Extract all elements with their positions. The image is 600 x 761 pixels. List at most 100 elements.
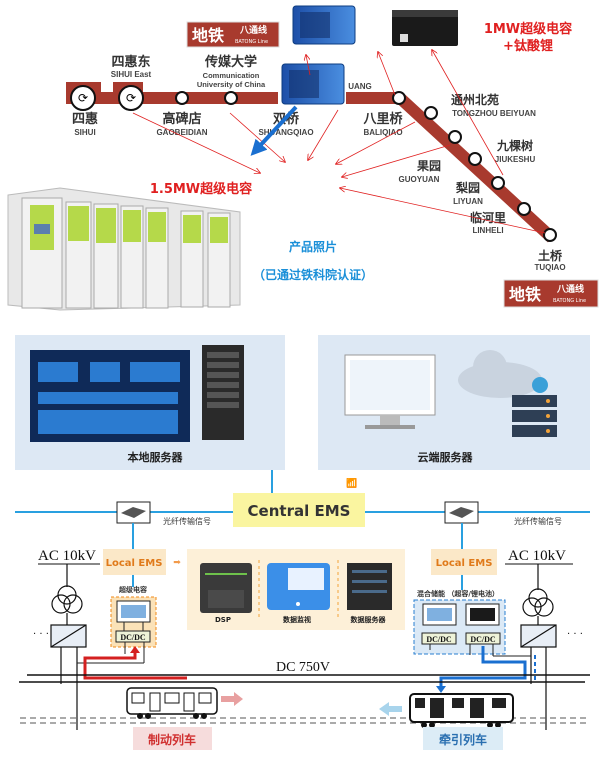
svg-text:地铁: 地铁 [192,26,224,45]
hybrid-storage-label: 混合储能 （超容/锂电池） [417,589,499,598]
transfer-icon: ⟳ [78,91,88,105]
supercapacitor-cabinet-image [7,187,241,311]
wifi-icon: 📶 [346,477,357,489]
svg-text:数据服务器: 数据服务器 [351,615,387,624]
svg-text:LINHELI: LINHELI [472,226,503,235]
svg-text:DC/DC: DC/DC [120,633,146,642]
photo-certification: （已通过铁科院认证） [253,267,373,282]
ems-components-panel: DSP 数据监视 数据服务器 [187,549,405,630]
dsp-device-image [200,563,252,613]
ellipsis-left: · · · [33,629,49,640]
svg-text:高碑店: 高碑店 [162,111,201,127]
transfer-icon: ⟳ [126,91,136,105]
server-rack-image [202,345,244,440]
router-icon-left [116,501,151,524]
svg-text:GUOYUAN: GUOYUAN [399,175,440,184]
red-arrows [132,50,546,234]
supercap-unit-left: DC/DC [77,596,157,664]
svg-text:果园: 果园 [416,159,441,173]
station-labels: 四惠 SIHUI 四惠东 SIHUI East 高碑店 GAOBEIDIAN 传… [72,54,566,272]
svg-text:UANG: UANG [348,82,372,91]
label-lto: +钛酸锂 [503,38,553,54]
local-ems-right[interactable]: Local EMS [431,549,497,575]
photo-caption: 产品照片 [289,239,337,254]
ac-label-right: AC 10kV [508,548,566,564]
gear-icon [532,377,548,393]
svg-text:JIUKESHU: JIUKESHU [495,155,536,164]
dc-bus-label: DC 750V [276,660,330,675]
braking-train-label: 制动列车 [133,727,212,750]
ellipsis-right: · · · [567,629,583,640]
ac-label-left: AC 10kV [38,548,96,564]
arrow-right-icon [221,692,243,706]
router-icon-right [444,501,479,524]
braking-energy-flow [83,652,187,680]
svg-text:八通线: 八通线 [239,24,267,36]
svg-text:牵引列车: 牵引列车 [439,732,487,747]
svg-text:TONGZHOU BEIYUAN: TONGZHOU BEIYUAN [452,109,536,118]
arrow-right-icon: ➡ [173,558,181,568]
local-server-panel: 本地服务器 [15,335,285,470]
data-server-image [347,563,392,610]
svg-text:DSP: DSP [215,616,231,624]
svg-text:通州北苑: 通州北苑 [451,92,499,107]
local-server-label: 本地服务器 [128,450,184,464]
hybrid-storage-unit-right: DC/DC DC/DC [413,599,531,657]
svg-text:Central EMS: Central EMS [248,502,351,520]
central-ems-box[interactable]: Central EMS [233,493,365,527]
svg-text:SIHUI: SIHUI [74,128,95,137]
svg-text:地铁: 地铁 [509,285,541,304]
local-ems-left[interactable]: Local EMS [103,549,166,575]
transformer-right [520,564,557,730]
metro-line: ⟳ ⟳ [66,82,557,243]
metro-sign-top: 地铁 八通线 BATONG Line [186,21,280,48]
svg-text:BATONG Line: BATONG Line [235,39,268,45]
svg-text:传媒大学: 传媒大学 [204,54,257,70]
supercap-label: 超级电容 [119,585,147,594]
svg-text:GAOBEIDIAN: GAOBEIDIAN [156,128,207,137]
svg-text:制动列车: 制动列车 [148,732,196,747]
cloud-server-label: 云端服务器 [418,450,474,464]
svg-text:SIHUI East: SIHUI East [111,70,152,79]
server-stack-icon [512,395,557,437]
svg-text:BATONG Line: BATONG Line [553,298,586,304]
traction-energy-flow [439,646,527,687]
label-1mw: 1MW超级电容 [484,21,572,37]
traction-train-label: 牵引列车 [423,727,503,750]
svg-text:LIYUAN: LIYUAN [453,197,483,206]
svg-text:四惠东: 四惠东 [111,54,150,70]
blue-arrow [250,105,298,156]
braking-train-image [126,687,218,719]
cloud-icon [458,350,542,398]
data-monitor-image [267,563,330,610]
svg-text:四惠: 四惠 [72,111,98,127]
svg-text:DC/DC: DC/DC [426,635,452,644]
svg-text:Local EMS: Local EMS [106,558,163,569]
svg-text:临河里: 临河里 [470,210,506,225]
arrow-left-icon [379,702,402,716]
fiber-label-left: 光纤传输信号 [163,516,211,526]
monitor-image [344,354,436,429]
cloud-server-panel: 云端服务器 [318,335,590,470]
svg-text:Communication: Communication [203,71,260,80]
svg-text:八里桥: 八里桥 [362,111,403,127]
transformer-left [50,564,87,730]
metro-sign-bottom: 地铁 八通线 BATONG Line [503,279,599,308]
traction-train-image [409,693,514,728]
supercapacitor-module-image [281,5,356,105]
svg-text:SHUANGQIAO: SHUANGQIAO [258,128,313,137]
svg-text:八通线: 八通线 [556,283,584,295]
svg-text:University of China: University of China [197,80,266,89]
svg-text:九棵树: 九棵树 [496,138,533,153]
label-1-5mw: 1.5MW超级电容 [150,181,252,197]
lithium-titanate-battery-image [392,10,458,46]
svg-text:土桥: 土桥 [538,248,563,263]
svg-text:数据监视: 数据监视 [283,615,311,624]
svg-text:Local EMS: Local EMS [436,558,493,569]
fiber-label-right: 光纤传输信号 [514,516,562,526]
svg-text:梨园: 梨园 [455,180,480,195]
svg-text:BALIQIAO: BALIQIAO [363,128,402,137]
svg-text:TUQIAO: TUQIAO [534,263,565,272]
